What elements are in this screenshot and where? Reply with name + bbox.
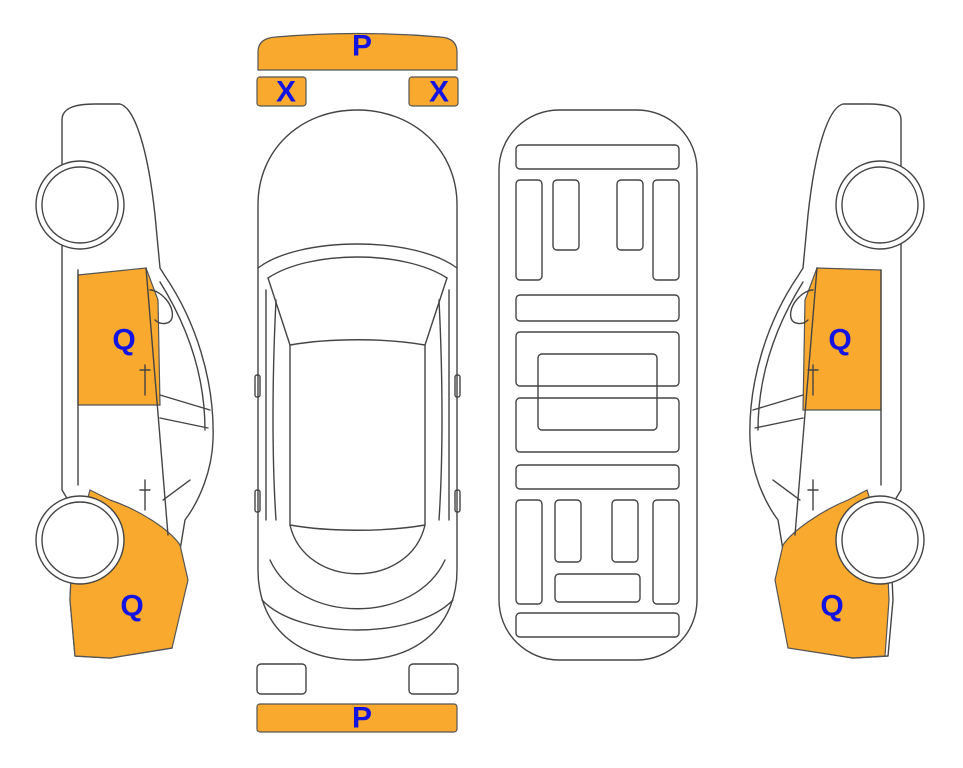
left-rear-quarter-label: Q <box>120 590 143 623</box>
front-bumper-label: P <box>352 30 372 63</box>
front-bumper-part[interactable] <box>257 32 458 71</box>
right-mirror-label: X <box>429 76 449 109</box>
left-rear-light[interactable] <box>256 663 307 695</box>
bottom-parts: P <box>256 663 459 735</box>
rear-bumper-label: P <box>352 702 372 735</box>
right-rear-light[interactable] <box>408 663 459 695</box>
top-parts: P X X <box>256 30 459 109</box>
right-front-door-label: Q <box>828 324 851 357</box>
right-mirror-part[interactable] <box>408 76 459 107</box>
car-floor-view <box>498 109 698 661</box>
left-mirror-part[interactable] <box>256 76 307 107</box>
car-top-view <box>254 109 461 661</box>
left-mirror-label: X <box>276 76 296 109</box>
left-front-door-label: Q <box>112 324 135 357</box>
right-rear-quarter-label: Q <box>820 590 843 623</box>
rear-bumper-part[interactable] <box>256 703 458 733</box>
car-right-side-view <box>749 103 925 659</box>
car-left-side-view: Q Q <box>35 103 214 659</box>
